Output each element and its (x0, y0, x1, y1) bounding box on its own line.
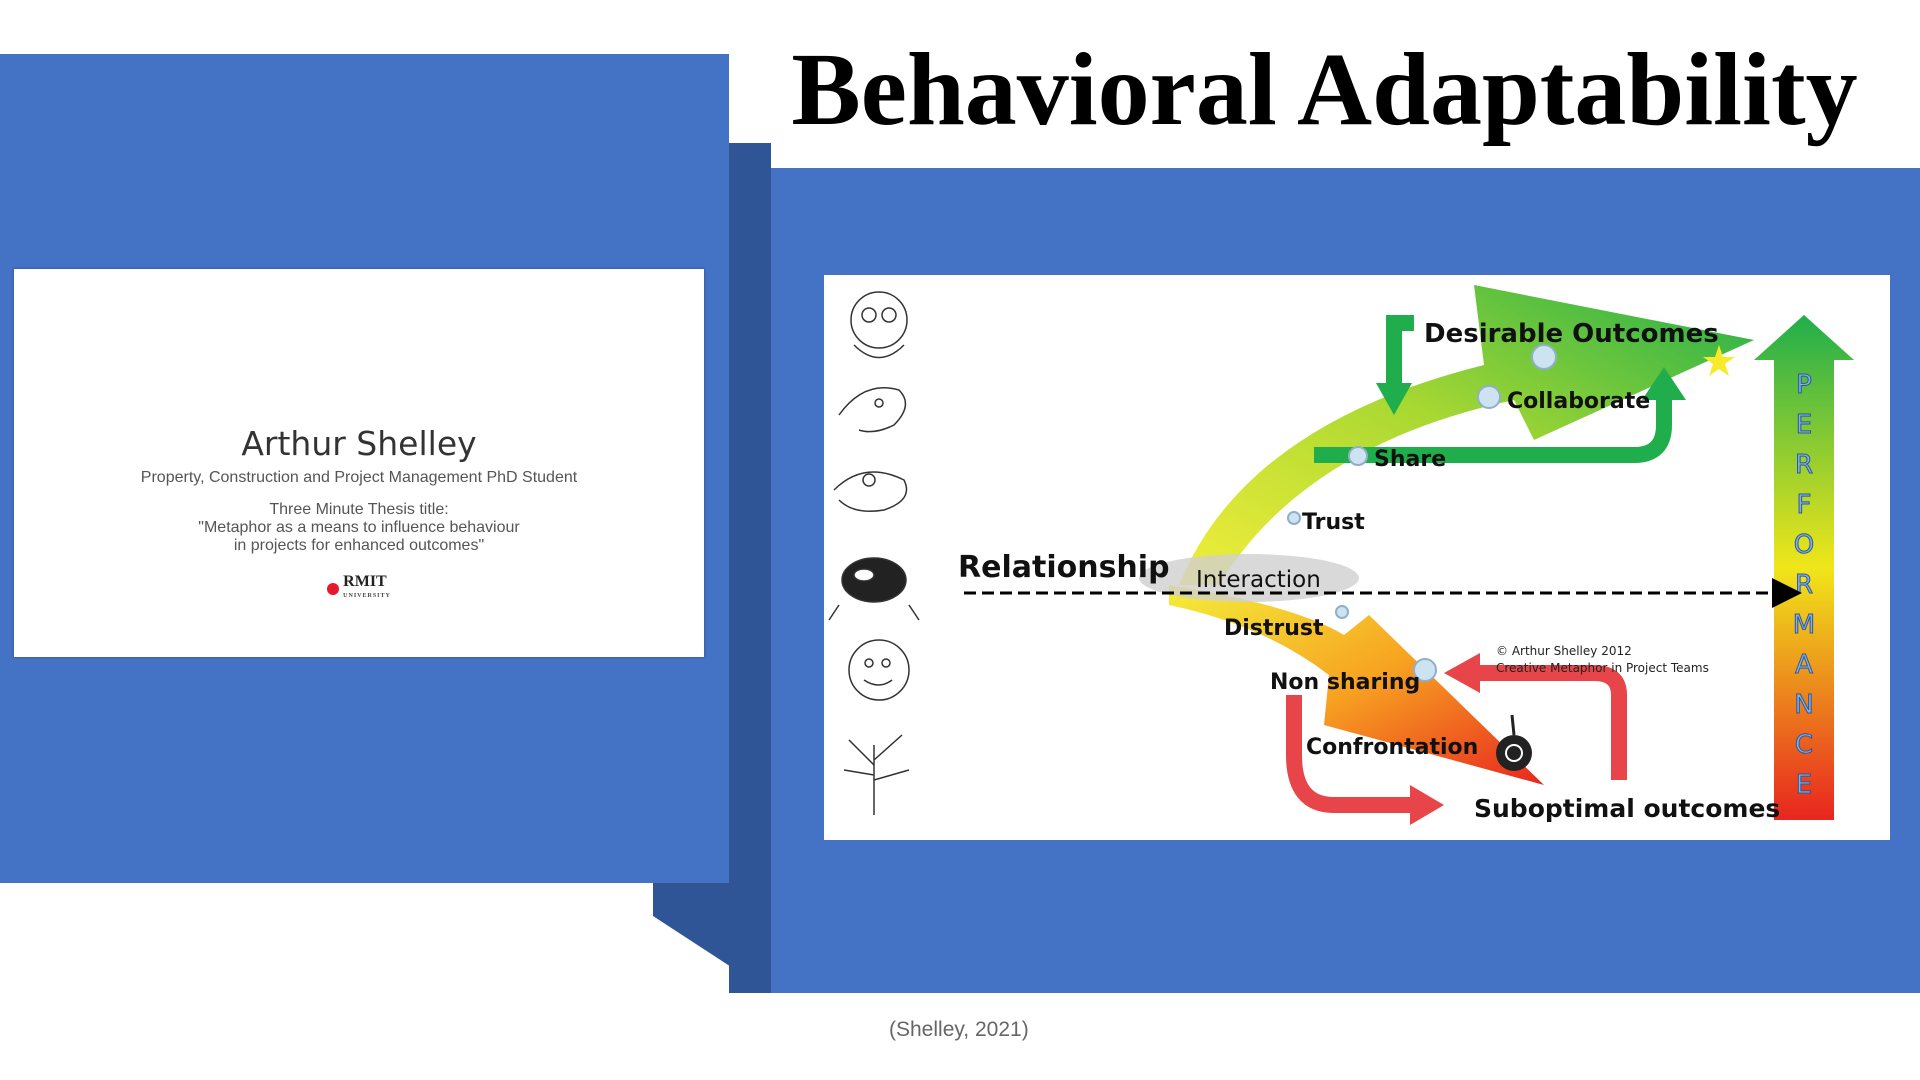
sketch-column (828, 291, 920, 815)
desirable-dot (1531, 344, 1557, 370)
label-desirable-outcomes: Desirable Outcomes (1424, 319, 1719, 349)
red-left-arrowhead (1444, 653, 1480, 693)
negative-path-arrow (1169, 585, 1544, 785)
label-distrust: Distrust (1224, 616, 1324, 641)
diagram-svg: P E R F O R M A N C E (828, 285, 1854, 825)
non-sharing-dot (1413, 658, 1437, 682)
trust-dot (1287, 511, 1301, 525)
label-suboptimal-outcomes: Suboptimal outcomes (1474, 794, 1780, 823)
behaviour-performance-diagram: P E R F O R M A N C E (824, 275, 1890, 840)
rmit-logo-text: RMIT (343, 573, 387, 590)
label-share: Share (1374, 447, 1446, 472)
distrust-dot (1335, 605, 1349, 619)
star-icon (1703, 345, 1735, 376)
label-interaction: Interaction (1196, 567, 1321, 593)
performance-letter-p: P (1796, 370, 1812, 400)
thesis-line-1: "Metaphor as a means to influence behavi… (198, 519, 520, 536)
interaction-cloud (1139, 554, 1359, 602)
performance-letter-e: E (1796, 410, 1812, 440)
stage-dots (1287, 344, 1557, 682)
eagle-sketch-icon (838, 387, 907, 433)
red-feedback-arrows (1286, 665, 1627, 813)
tree-sketch-icon (843, 734, 910, 815)
thesis-heading: Three Minute Thesis title: (269, 501, 449, 518)
owl-sketch-icon (850, 291, 908, 359)
performance-letter-o: O (1794, 530, 1814, 560)
rmit-pixel-icon (327, 583, 340, 595)
rmit-logo-subtext: UNIVERSITY (343, 593, 391, 599)
share-dot (1348, 446, 1368, 466)
copyright-line-2: Creative Metaphor in Project Teams (1496, 661, 1709, 675)
performance-letter-c: C (1795, 730, 1813, 760)
performance-letter-n: N (1794, 690, 1813, 720)
performance-letter-r: R (1795, 450, 1813, 480)
green-up-arrowhead (1642, 367, 1686, 400)
red-right-arrowhead (1410, 785, 1444, 825)
presenter-role: Property, Construction and Project Manag… (140, 469, 578, 486)
label-collaborate: Collaborate (1507, 389, 1650, 414)
performance-letter-f: F (1797, 490, 1812, 520)
thesis-title-card: Arthur Shelley Property, Construction an… (14, 269, 704, 657)
thesis-title: Three Minute Thesis title: "Metaphor as … (14, 501, 704, 555)
label-relationship: Relationship (958, 550, 1170, 585)
positive-path-arrow (1179, 285, 1754, 585)
performance-letter-e2: E (1796, 770, 1812, 800)
bug-sketch-icon (828, 557, 920, 621)
chameleon-sketch-icon (833, 471, 908, 512)
citation: (Shelley, 2021) (889, 1018, 1029, 1041)
performance-letter-m: M (1793, 610, 1815, 640)
bomb-icon (1496, 714, 1532, 771)
label-non-sharing: Non sharing (1270, 670, 1420, 695)
thesis-line-2: in projects for enhanced outcomes" (233, 537, 485, 554)
performance-letter-r2: R (1795, 570, 1813, 600)
performance-arrow: P E R F O R M A N C E (1754, 315, 1854, 820)
copyright-line-1: © Arthur Shelley 2012 (1496, 644, 1632, 658)
slide-title: Behavioral Adaptability (791, 32, 1858, 147)
performance-letter-a: A (1795, 650, 1813, 680)
label-confrontation: Confrontation (1306, 735, 1478, 760)
panel-3d-side (729, 143, 771, 993)
rmit-logo: RMIT UNIVERSITY (14, 573, 704, 603)
panel-3d-bottom (653, 883, 771, 993)
collaborate-dot (1477, 385, 1501, 409)
presenter-name: Arthur Shelley (241, 424, 477, 463)
green-feedback-arrows (1314, 315, 1672, 463)
face-sketch-icon (848, 639, 910, 701)
green-down-arrowhead (1376, 383, 1412, 415)
label-trust: Trust (1302, 510, 1365, 535)
